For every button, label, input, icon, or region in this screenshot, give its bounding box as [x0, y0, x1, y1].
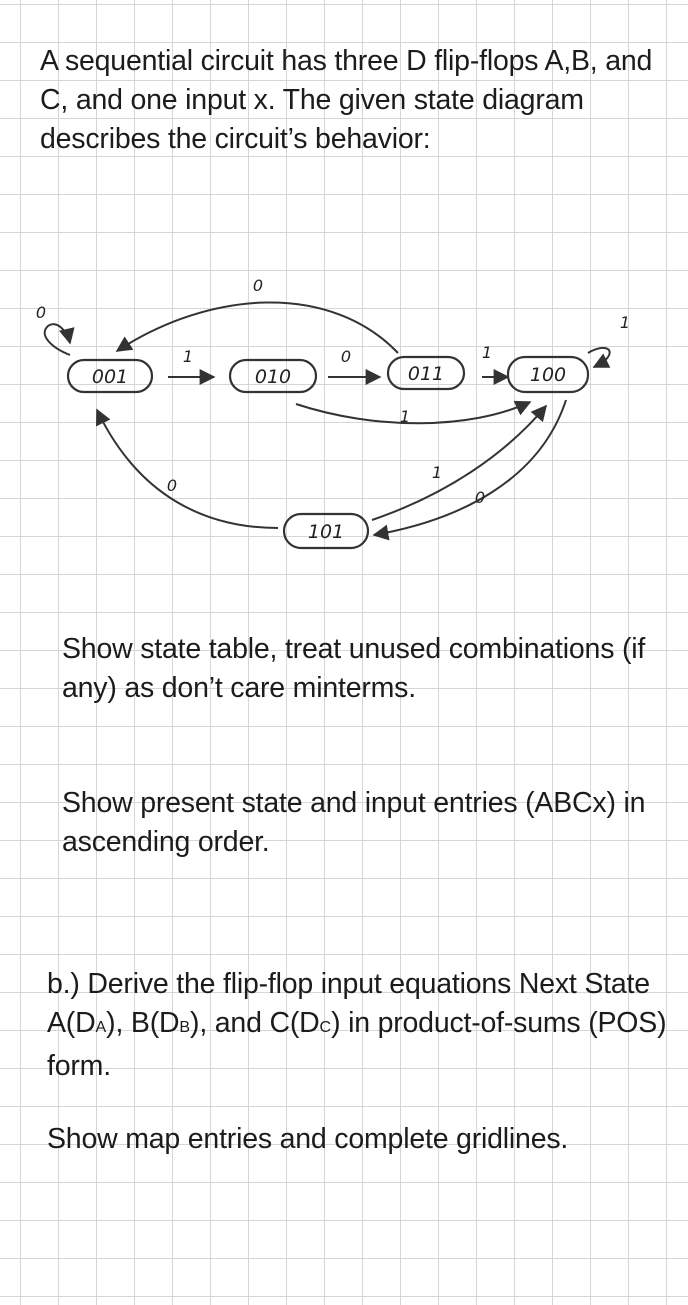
state-diagram: 001 010 011 100 101 0 1 0 1 1 0 1 0 1 0 [36, 276, 630, 550]
part-b-mid1: ), B(D [106, 1007, 180, 1039]
state-100-node [506, 355, 590, 394]
edge-label-101-001: 0 [167, 476, 177, 495]
edge-label-010-100: 1 [400, 407, 410, 426]
state-011-node [386, 355, 466, 391]
state-001-node [66, 358, 154, 394]
edge-100-101 [372, 399, 567, 541]
edge-101-001 [95, 408, 279, 529]
instruction-state-table: Show state table, treat unused combinati… [62, 633, 646, 704]
edge-label-100-self: 1 [620, 313, 630, 332]
subscript-b: B [179, 1019, 191, 1036]
part-b-mid2: ), and C(D [190, 1007, 320, 1039]
edge-101-100 [371, 404, 548, 521]
state-001-label: 001 [92, 366, 128, 388]
part-b-tail: ) in product-of-sums (POS) form. [47, 1007, 667, 1082]
edge-001-self [43, 323, 75, 356]
edge-label-001-self: 0 [36, 303, 46, 322]
state-010-node [228, 358, 318, 394]
edge-100-self [587, 346, 611, 368]
edge-label-001-010: 1 [183, 347, 193, 366]
subscript-c: C [319, 1019, 332, 1036]
instruction-maps: Show map entries and complete gridlines. [47, 1123, 569, 1155]
state-101-node [282, 512, 370, 550]
part-b-lead: b.) Derive the flip-flop input equations… [47, 968, 650, 1039]
state-010-label: 010 [255, 366, 291, 388]
edge-label-101-100: 1 [432, 463, 442, 482]
instruction-order: Show present state and input entries (AB… [62, 787, 646, 858]
edge-label-010-011: 0 [341, 347, 351, 366]
instruction-part-b: b.) Derive the flip-flop input equations… [47, 965, 667, 1086]
edge-label-011-100: 1 [482, 343, 492, 362]
problem-intro: A sequential circuit has three D flip-fl… [40, 45, 653, 155]
state-011-label: 011 [408, 363, 444, 385]
edge-010-100 [295, 400, 532, 425]
edge-label-011-001: 0 [253, 276, 263, 295]
state-100-label: 100 [530, 364, 566, 386]
subscript-a: A [95, 1019, 107, 1036]
state-101-label: 101 [308, 521, 344, 543]
edge-label-100-101: 0 [475, 488, 485, 507]
edge-011-001 [115, 301, 399, 354]
